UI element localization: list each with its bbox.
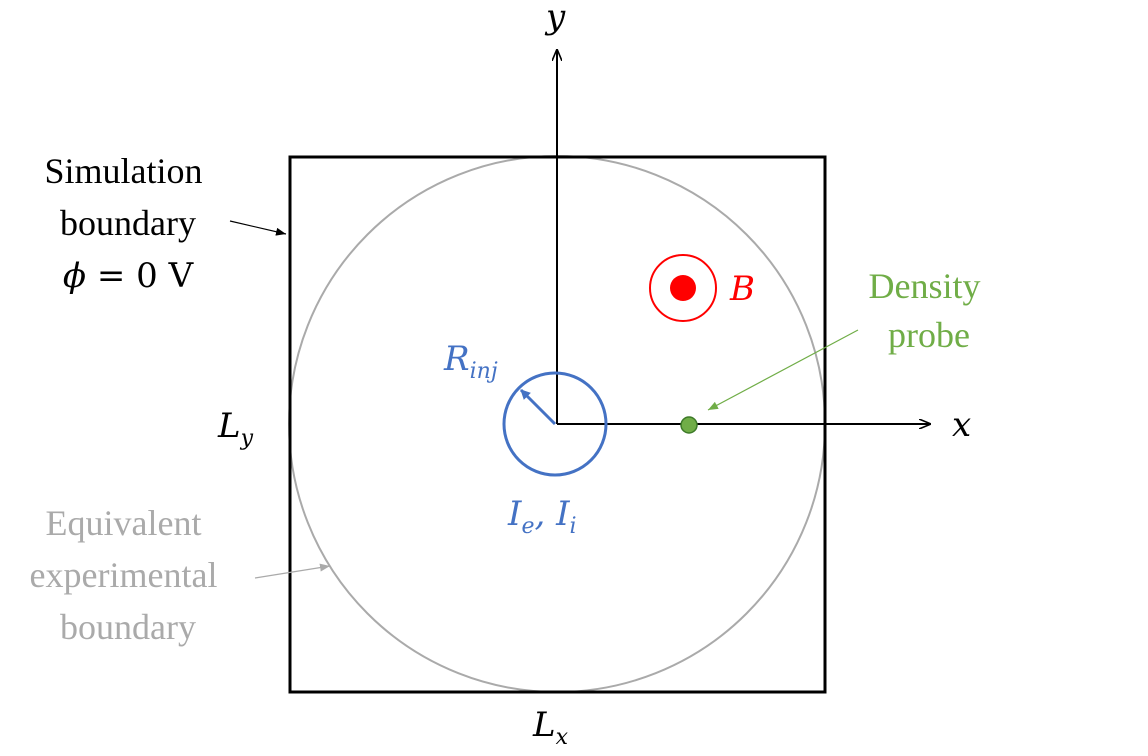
b-field-label: B xyxy=(729,269,755,309)
y-axis-label: y xyxy=(544,0,566,37)
simulation-boundary-arrow xyxy=(229,220,287,236)
experimental-boundary-label: Equivalent experimental boundary xyxy=(30,503,227,647)
simulation-boundary-potential: ϕ = 0 V xyxy=(63,256,195,296)
injection-radius-label: Rinj xyxy=(443,339,498,384)
injection-region-circle xyxy=(502,371,608,477)
density-probe-arrow xyxy=(707,329,859,411)
injection-radius-arrow xyxy=(519,388,557,426)
x-axis-label: x xyxy=(952,405,971,445)
density-probe-marker-icon xyxy=(680,416,698,434)
density-probe-label: Density probe xyxy=(869,266,990,355)
lx-label: Lx xyxy=(532,705,569,750)
injection-current-label: Ie, Ii xyxy=(507,494,577,539)
ly-label: Ly xyxy=(217,406,254,451)
experimental-boundary-arrow xyxy=(254,563,331,579)
b-field-out-of-page-icon xyxy=(649,254,717,322)
simulation-boundary-label: Simulation boundary xyxy=(44,151,211,243)
